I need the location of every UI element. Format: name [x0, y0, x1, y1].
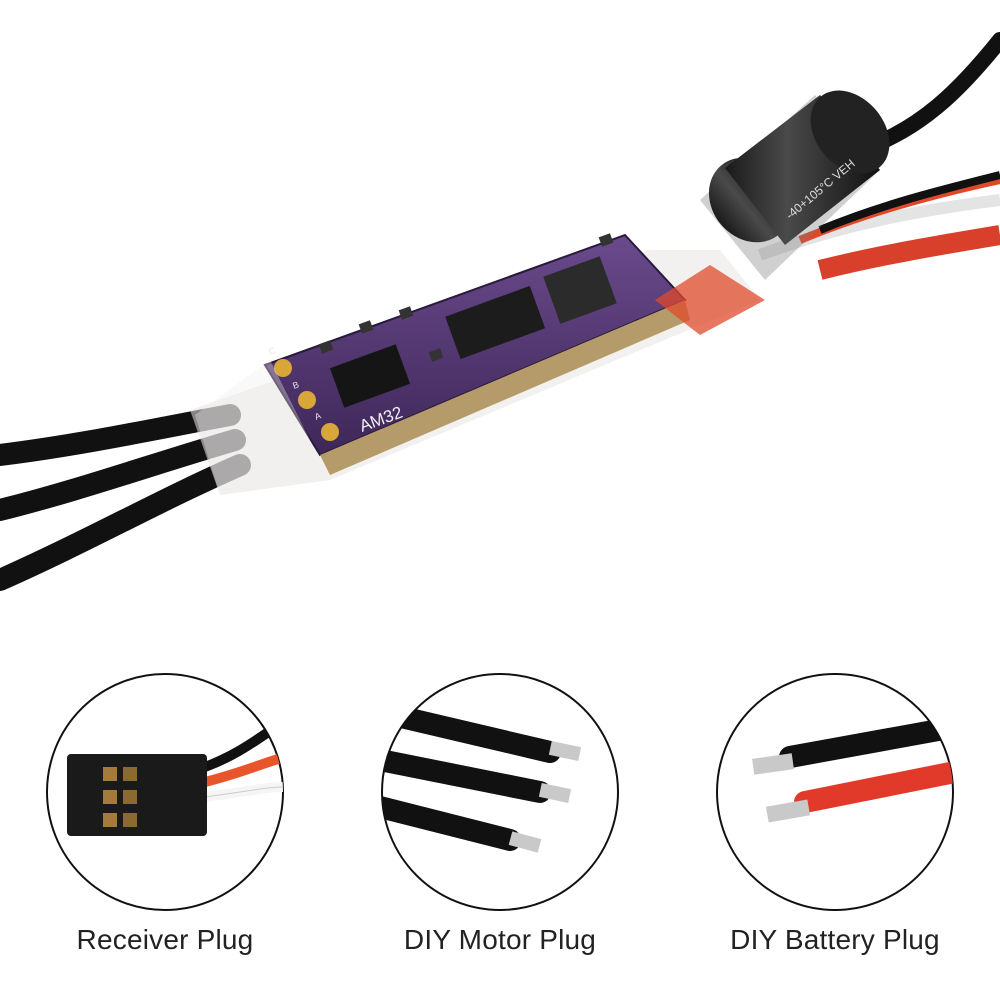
motor-plug-detail: [380, 672, 620, 912]
pcb-board: C B A AM32: [263, 233, 690, 475]
receiver-plug-caption: Receiver Plug: [76, 924, 254, 955]
receiver-plug-detail: [45, 672, 285, 912]
pad-c: [274, 359, 292, 377]
pad-a: [321, 423, 339, 441]
driver-chip: [445, 285, 546, 360]
capacitor: -40+105°C VEH: [700, 90, 890, 280]
motor-plug-caption: DIY Motor Plug: [403, 924, 597, 955]
pad-label-a: A: [313, 410, 322, 421]
power-lead-junction: [655, 265, 765, 335]
pad-label-c: C: [267, 345, 277, 357]
pad-b: [298, 391, 316, 409]
pad-label-b: B: [291, 379, 300, 390]
esc-illustration: C B A AM32 -40+105°C VEH: [0, 32, 1000, 591]
battery-plug-caption: DIY Battery Plug: [730, 924, 940, 955]
battery-plug-detail: [715, 672, 955, 912]
mosfet-chip: [329, 344, 411, 408]
mcu-chip: [543, 256, 617, 324]
esc-product-photo: C B A AM32 -40+105°C VEH: [0, 32, 1000, 591]
